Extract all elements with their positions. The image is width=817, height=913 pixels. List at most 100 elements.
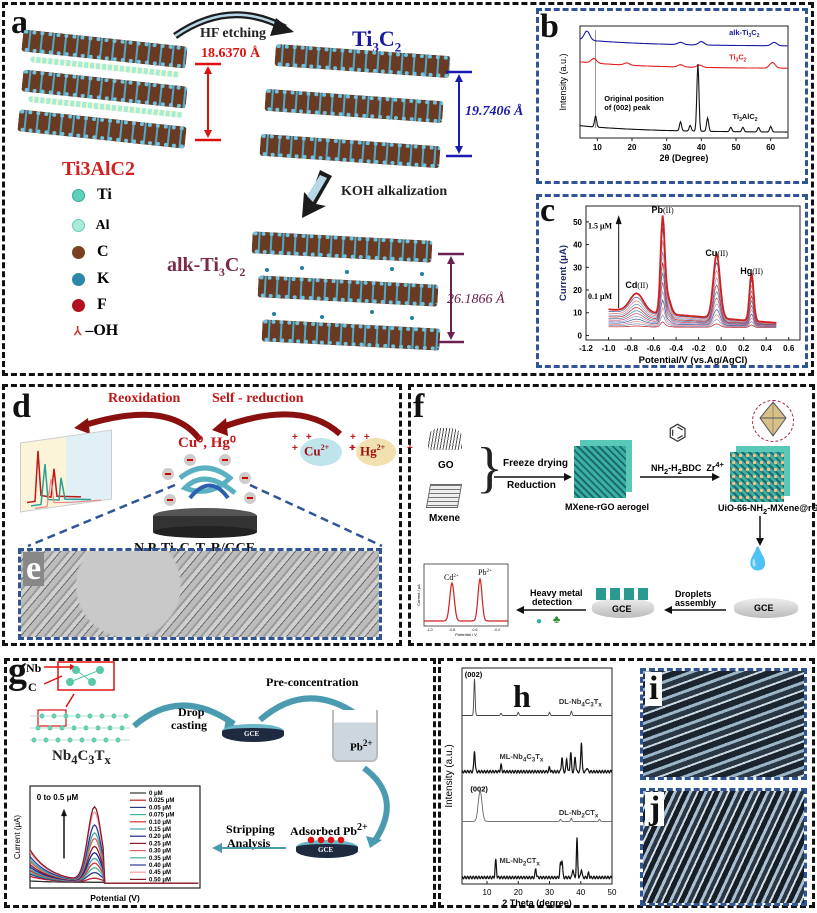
x-tick-label: -0.6 [647, 344, 661, 353]
peak-label-pb: Pb(II) [652, 205, 675, 215]
legend-label: 0.30 μM [149, 849, 171, 855]
x-tick-label: 10 [483, 888, 492, 897]
x-tick-label: 0.6 [783, 344, 795, 353]
legend-label: 0.25 μM [149, 841, 171, 847]
panel-b-frame [536, 8, 808, 184]
koh-alkalization-label: KOH alkalization [341, 184, 448, 199]
panel-hij-frame [438, 658, 815, 908]
drop-casting-top: Drop [178, 705, 205, 719]
aerogel-label: MXene-rGO aerogel [565, 502, 650, 512]
panel-c-letter: c [540, 192, 556, 229]
y-tick-label: 10 [573, 309, 582, 318]
inset-x-label: Potential / V [455, 632, 477, 637]
spacing-arrow-ti3alc2 [195, 62, 221, 142]
y-tick-label: 50 [573, 218, 582, 227]
legend-label: 0.15 μM [149, 827, 171, 833]
series-label: DL-Nb2CTx [559, 808, 598, 820]
peak-label-cd: Cd(II) [625, 280, 648, 290]
mof-cubes-on-gce [596, 588, 650, 600]
x-tick-label: 30 [662, 143, 671, 152]
mxene-sheet-icon [425, 484, 463, 508]
x-tick-label: -0.8 [624, 344, 638, 353]
plot-frame [585, 205, 801, 341]
panel-c-frame [536, 194, 808, 368]
cu-ion-bubble [300, 438, 342, 466]
mof-cube-icon [730, 452, 784, 502]
series-label: Ti3C2 [729, 53, 747, 64]
annotation-line1: Original position [604, 94, 664, 103]
inset-x-tick: -0.4 [494, 628, 500, 632]
hf-etching-arrow-icon [173, 11, 294, 39]
xrd-series-line [462, 678, 612, 716]
freeze-drying-label: Freeze drying [503, 458, 569, 469]
ti3alc2-label: Ti3AlC2 [62, 158, 135, 180]
gce-disk-right [734, 598, 798, 618]
legend-label: 0.35 μM [149, 856, 171, 862]
series-label-text: DL-Nb4C3Tx [558, 696, 602, 709]
reoxidation-label: Reoxidation [108, 391, 181, 406]
panel-h-letter: h [513, 678, 531, 714]
brace-icon: } [476, 437, 503, 499]
x-tick-label: -0.2 [692, 344, 706, 353]
reduced-species-label: Cu⁰, Hg⁰ [178, 435, 236, 451]
series-label-text: ML-Nb4C3Tx [499, 751, 544, 764]
k-ion [370, 310, 374, 314]
series-label-text: ML-Nb2CTx [499, 855, 540, 868]
hg-charges: +++ + [350, 432, 421, 454]
legend-label: 0.10 μM [149, 820, 171, 826]
spacing-arrow-ti3c2 [446, 70, 472, 158]
spacing-arrow-alk [438, 252, 464, 344]
swv-curve [608, 299, 777, 327]
series-label: ML-Nb4C3Tx [499, 751, 544, 764]
series-label: ML-Nb2CTx [499, 855, 540, 868]
sem-image-i [643, 671, 804, 777]
x-axis-label: 2 Theta (degree) [502, 898, 572, 908]
x-tick-label: 60 [766, 143, 775, 152]
x-tick-label: -1.2 [579, 344, 593, 353]
koh-arrow-icon [302, 170, 332, 218]
x-tick-label: 40 [697, 143, 706, 152]
legend-label: 0.45 μM [149, 870, 171, 876]
detect-top-label: Heavy metal [530, 588, 583, 598]
panel-j-letter: j [645, 792, 665, 826]
k-ion [390, 267, 394, 271]
nb4c3tx-label: Nb4C3Tx [52, 748, 111, 767]
stripping-top: Stripping [226, 822, 275, 836]
x-tick-label: 0.0 [716, 344, 728, 353]
legend-label: 0.50 μM [149, 877, 171, 883]
f-atom-icon [72, 298, 85, 312]
linker-label: NH2-H2BDC Zr4+ [651, 460, 724, 476]
y-tick-label: 30 [573, 263, 582, 272]
panel-f-letter: f [413, 388, 425, 425]
legend-label: 0.05 μM [149, 805, 171, 811]
series-line-ti3c2 [579, 58, 788, 69]
nb4c3-lattice-icon [30, 709, 130, 743]
swv-curve [608, 321, 777, 328]
water-drop-icon: ● [536, 616, 543, 627]
gce-disk-g [222, 724, 284, 742]
concentration-low: 0.1 μM [588, 292, 613, 301]
c-atom-icon [72, 245, 85, 259]
k-ion [410, 316, 414, 320]
y-tick-label: 0 [578, 331, 583, 340]
y-axis-label: Current (μA) [13, 815, 22, 860]
x-tick-label: 40 [576, 888, 585, 897]
legend-ti: Ti [72, 186, 112, 204]
x-tick-label: 50 [608, 888, 617, 897]
ti3c2-label: Ti3C2 [352, 26, 402, 55]
xrd-series-line [461, 837, 613, 880]
peak-index-label: (002) [465, 670, 483, 679]
gce-label-middle: GCE [612, 604, 632, 614]
x-tick-label: 50 [732, 143, 741, 152]
y-tick-label: 40 [573, 241, 582, 250]
concentration-annotation: 0 to 0.5 μM [37, 793, 79, 802]
step1-arrow-icon [494, 473, 572, 481]
self-reduction-label: Self - reduction [212, 391, 304, 406]
tem-image [21, 551, 379, 637]
swv-curve [608, 215, 777, 324]
gce-label-g: GCE [244, 730, 260, 738]
peak-index-label: (002) [470, 784, 488, 793]
x-tick-label: -1.0 [602, 344, 616, 353]
mini-3d-chart [20, 429, 112, 513]
